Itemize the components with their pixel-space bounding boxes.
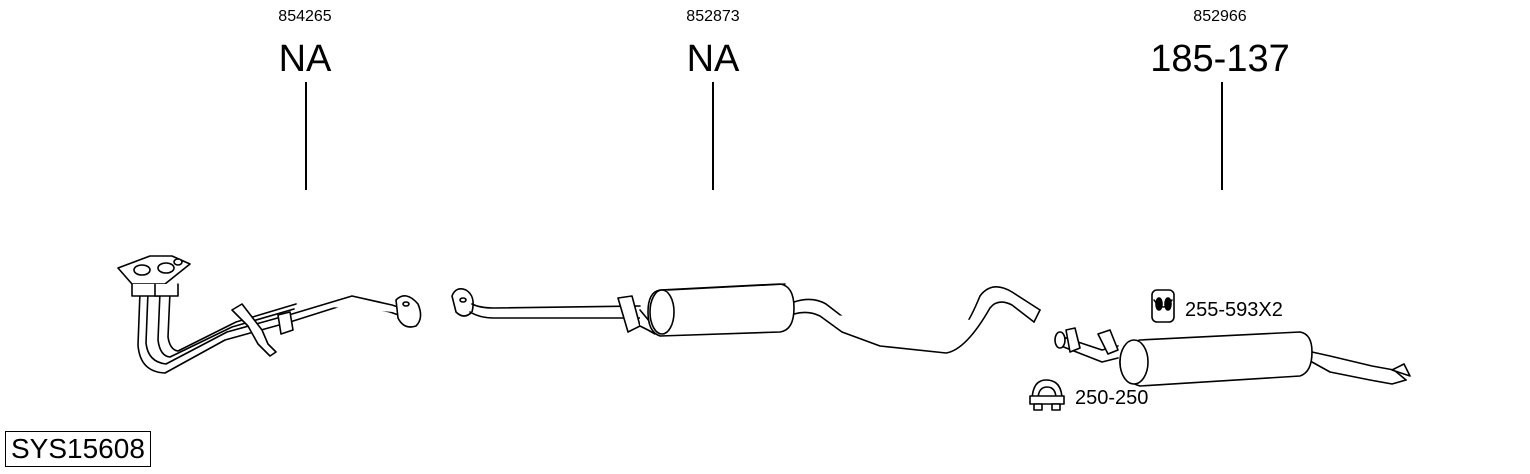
system-id-box: SYS15608 [5, 431, 151, 467]
part-ref-front-pipe: 854265 [278, 8, 332, 25]
leader-line-rear-silencer [1221, 82, 1223, 190]
front-pipe-drawing [117, 255, 422, 374]
leader-line-front-pipe [305, 82, 307, 190]
accessory-label-clamp: 250-250 [1075, 387, 1149, 409]
pipe-clamp-icon [1029, 379, 1065, 411]
leader-line-middle-silencer [712, 82, 714, 190]
middle-silencer-drawing [451, 283, 1041, 354]
rubber-hanger-icon [1151, 289, 1175, 323]
accessory-label-hanger: 255-593X2 [1185, 299, 1283, 321]
part-ref-middle-silencer: 852873 [686, 8, 740, 25]
part-code-middle-silencer: NA [686, 38, 740, 80]
rear-silencer-drawing [1054, 327, 1411, 387]
part-code-front-pipe: NA [278, 38, 332, 80]
part-code-rear-silencer: 185-137 [1150, 38, 1290, 80]
part-ref-rear-silencer: 852966 [1193, 8, 1247, 25]
